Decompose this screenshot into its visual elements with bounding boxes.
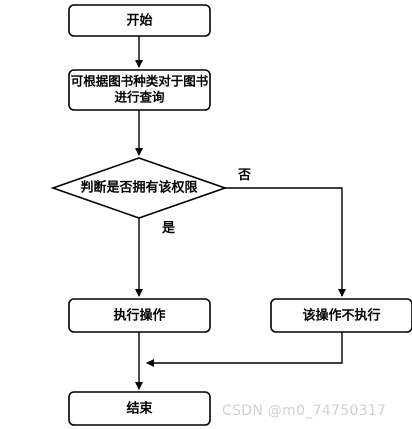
query-node-label-line1: 可根据图书种类对于图书 [71, 74, 209, 89]
end-node [68, 391, 211, 426]
not-execute-node-label: 该操作不执行 [302, 308, 380, 324]
end-node-label: 结束 [126, 401, 153, 417]
decision-node-label: 判断是否拥有该权限 [80, 180, 198, 196]
edge-not-execute-to-merge [146, 332, 343, 367]
edge-decision-to-not-execute [225, 187, 346, 297]
start-node-label: 开始 [126, 13, 152, 29]
execute-node-label: 执行操作 [113, 308, 165, 324]
csdn-watermark: CSDN @m0_74750317 [222, 403, 387, 419]
edge-label-no: 否 [237, 168, 251, 183]
query-node-label-line2: 进行查询 [114, 90, 165, 105]
edge-label-yes: 是 [161, 221, 176, 236]
